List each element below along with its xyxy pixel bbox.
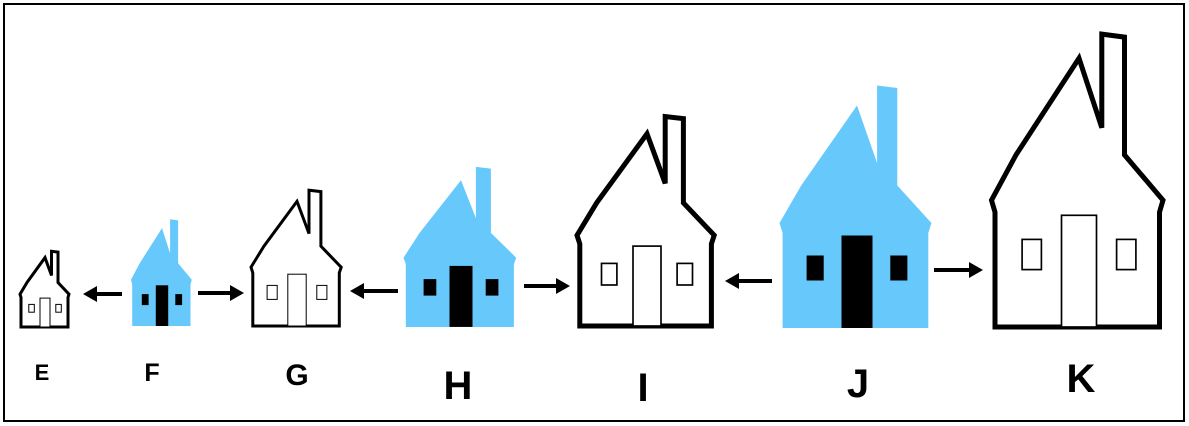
arrow-head xyxy=(83,286,97,302)
arrow-right-6 xyxy=(934,262,983,278)
house-j xyxy=(779,85,932,328)
house-label-i: I xyxy=(637,366,648,410)
house-label-k: K xyxy=(1067,357,1096,401)
house-window-left xyxy=(1021,238,1043,271)
house-label-f: F xyxy=(144,359,159,387)
arrow-right-2 xyxy=(198,285,244,301)
arrow-head xyxy=(969,262,983,278)
house-label-e: E xyxy=(35,360,50,385)
house-window-left xyxy=(141,294,149,306)
house-k xyxy=(988,31,1166,330)
house-window-left xyxy=(266,284,278,300)
house-window-right xyxy=(890,255,908,281)
houses-layer xyxy=(18,31,1166,330)
arrows-layer xyxy=(83,262,983,302)
house-window-right xyxy=(316,284,328,300)
house-door xyxy=(841,235,873,328)
arrow-head xyxy=(556,278,570,294)
house-door xyxy=(1060,214,1098,328)
arrow-left-5 xyxy=(725,273,772,289)
house-window-right xyxy=(175,294,183,306)
arrow-head xyxy=(230,285,244,301)
house-g xyxy=(249,188,343,328)
house-door xyxy=(632,245,662,327)
house-i xyxy=(574,113,718,329)
house-f xyxy=(131,219,192,326)
house-window-left xyxy=(806,255,824,281)
arrow-right-4 xyxy=(524,278,570,294)
house-window-right xyxy=(55,303,62,313)
house-window-right xyxy=(485,279,499,296)
house-label-g: G xyxy=(285,359,308,392)
house-door xyxy=(287,273,307,327)
house-window-right xyxy=(676,262,694,286)
house-e xyxy=(18,249,71,329)
house-window-left xyxy=(28,303,35,313)
arrow-left-3 xyxy=(350,283,398,299)
house-door xyxy=(155,285,169,326)
house-door xyxy=(39,297,51,328)
arrow-head xyxy=(725,273,739,289)
house-window-left xyxy=(423,279,437,296)
house-window-left xyxy=(600,262,618,286)
house-labels: E F G H I J K xyxy=(35,357,1096,410)
arrow-left-1 xyxy=(83,286,122,302)
house-window-right xyxy=(1115,238,1137,271)
house-door xyxy=(449,265,473,327)
arrow-head xyxy=(350,283,364,299)
house-h xyxy=(403,166,517,327)
house-label-j: J xyxy=(847,362,869,406)
house-label-h: H xyxy=(444,364,473,408)
diagram-frame xyxy=(3,3,1185,422)
